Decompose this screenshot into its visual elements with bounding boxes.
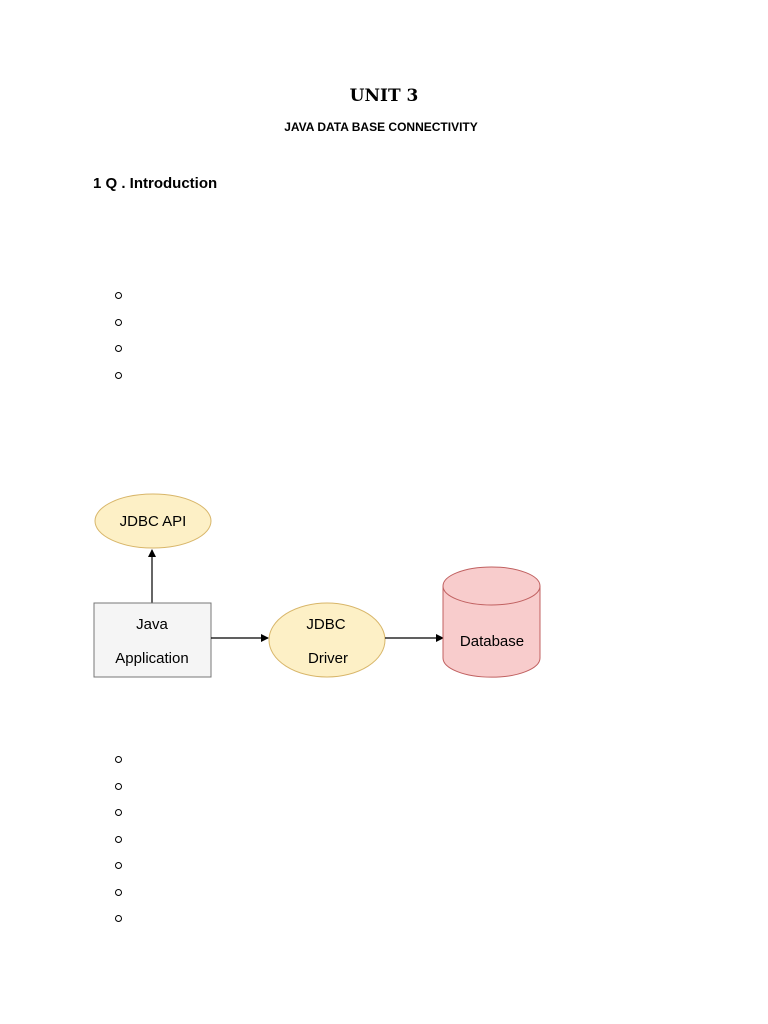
java-application-label-line1: Java (136, 616, 168, 633)
hollow-bullet-icon (115, 835, 122, 843)
java-application-node (93, 602, 212, 678)
jdbc-api-node (94, 493, 212, 549)
jdbc-driver-node (268, 602, 386, 678)
hollow-bullet-icon (115, 782, 122, 790)
hollow-bullet-icon (115, 318, 122, 326)
hollow-bullet-icon (115, 345, 122, 352)
hollow-bullet-icon (115, 292, 122, 299)
hollow-bullet-icon (115, 809, 122, 816)
hollow-bullet-icon (115, 862, 122, 869)
section-heading: 1 Q . Introduction (93, 175, 218, 192)
database-cylinder-top (442, 566, 541, 606)
jdbc-driver-label-line2: Driver (308, 650, 348, 667)
database-cylinder-body (442, 586, 541, 678)
database-label: Database (460, 633, 524, 650)
database-node (442, 566, 541, 678)
java-application-label-line2: Application (115, 650, 188, 667)
hollow-bullet-icon (115, 915, 122, 922)
jdbc-driver-label-line1: JDBC (306, 616, 345, 633)
hollow-bullet-icon (115, 756, 122, 763)
jdbc-api-label: JDBC API (120, 513, 187, 530)
hollow-bullet-icon (115, 888, 122, 896)
page-title: UNIT 3 (349, 86, 419, 106)
hollow-bullet-icon (115, 371, 122, 379)
page-subtitle: JAVA DATA BASE CONNECTIVITY (284, 120, 478, 134)
